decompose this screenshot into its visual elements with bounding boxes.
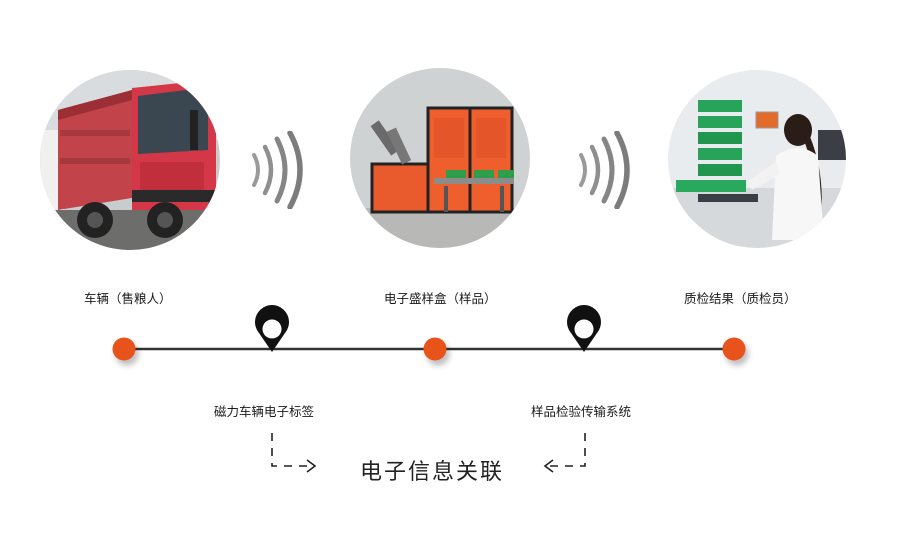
wireless-signal-icon — [248, 131, 308, 209]
timeline-node-start — [112, 337, 136, 361]
lab-inspector-photo — [668, 70, 846, 248]
arrow-left-icon — [543, 459, 554, 473]
stage-label-vehicle: 车辆（售粮人） — [84, 291, 172, 306]
timeline-node-end — [722, 337, 746, 361]
arrow-right-icon — [306, 459, 317, 473]
wireless-signal-icon — [575, 131, 635, 209]
sample-box-photo — [350, 68, 530, 248]
stage-label-inspection-result: 质检结果（质检员） — [684, 291, 797, 306]
connector-right — [546, 433, 586, 467]
location-pin-icon — [567, 305, 601, 352]
location-pin-icon — [255, 305, 289, 352]
link-label-transmission-system: 样品检验传输系统 — [531, 404, 632, 419]
stage-label-sample-box: 电子盛样盒（样品） — [384, 291, 497, 306]
association-title: 电子信息关联 — [360, 460, 505, 485]
connector-left — [271, 433, 313, 467]
link-label-magnetic-tag: 磁力车辆电子标签 — [214, 404, 315, 419]
timeline-node-middle — [423, 337, 447, 361]
